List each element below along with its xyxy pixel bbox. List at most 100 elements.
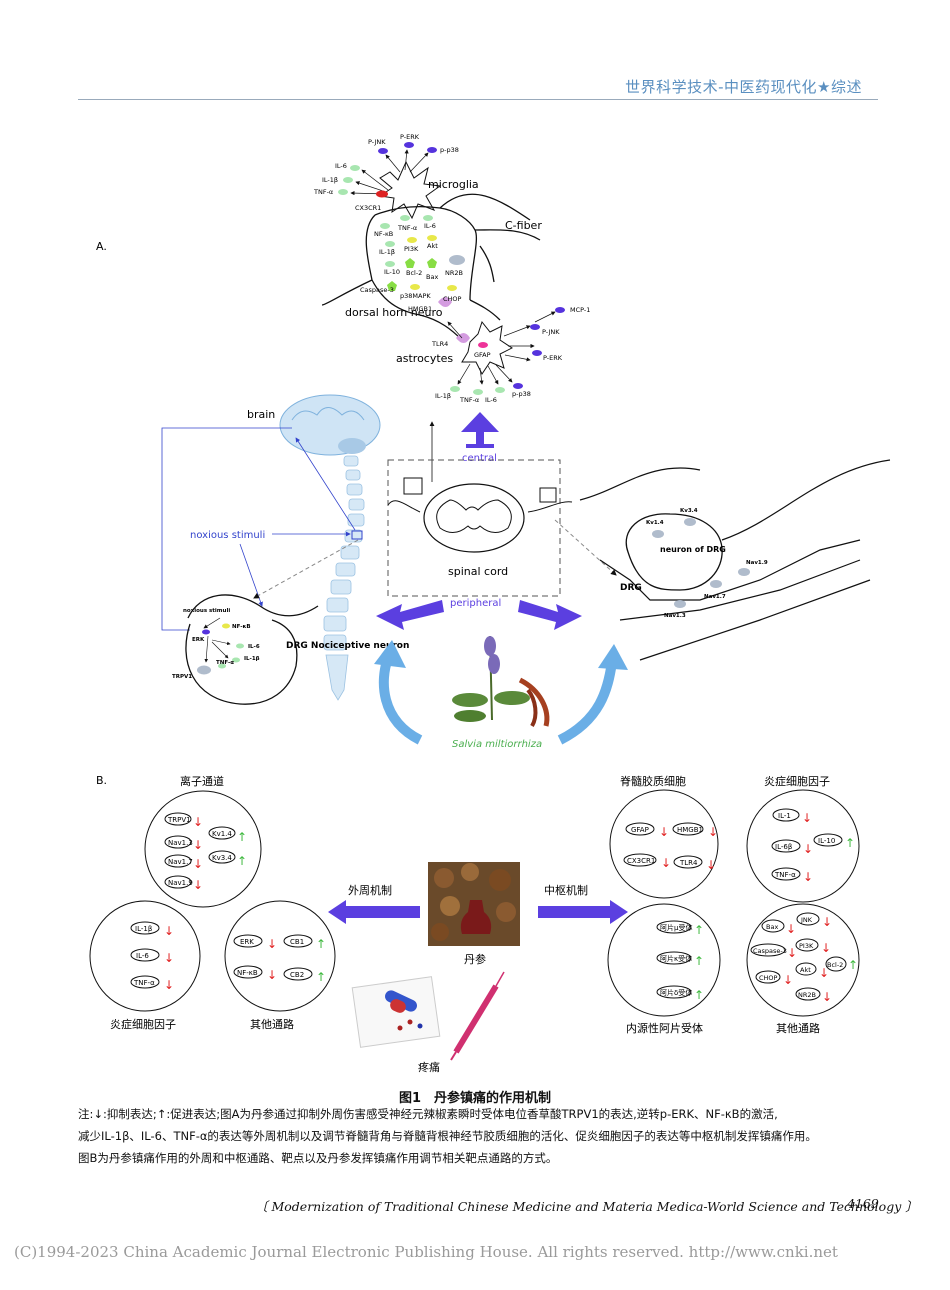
micro-il1b: IL-1β [322, 176, 338, 184]
svg-text:↓: ↓ [822, 990, 832, 1004]
svg-text:Nav1.3: Nav1.3 [168, 839, 193, 847]
spinal-cord-box [387, 459, 561, 597]
peripheral-arrow-left [376, 600, 444, 630]
pain-label: 疼痛 [418, 1060, 440, 1074]
svg-text:↓: ↓ [193, 838, 203, 852]
ion-right-items: Kv1.4↑ Kv3.4↑ [208, 826, 247, 868]
svg-text:↓: ↓ [267, 937, 277, 951]
svg-text:阿片κ受体: 阿片κ受体 [660, 954, 692, 963]
glia-items: GFAP↓ HMGB1↓ CX3CR1↓ TLR4↓ [623, 822, 718, 872]
astro-pp38: p-p38 [512, 390, 531, 398]
svg-text:IL-1: IL-1 [778, 812, 791, 820]
drg-left-neuron [185, 594, 319, 705]
spinal-cord-label: spinal cord [448, 565, 508, 578]
danshen-image [428, 862, 520, 946]
svg-text:Nav1.9: Nav1.9 [746, 560, 768, 566]
micro-il6: IL-6 [335, 162, 347, 170]
svg-text:CHOP: CHOP [759, 974, 778, 982]
drg-right-labels: Kv1.4 Kv3.4 Nav1.9 Nav1.7 Nav1.3 [646, 508, 768, 619]
svg-text:Caspase-3: Caspase-3 [753, 947, 787, 955]
astro-tnfa: TNF-α [459, 396, 479, 404]
microglia-perk: P-ERK [400, 133, 420, 141]
svg-text:CB2: CB2 [290, 971, 304, 979]
marker-hmgb1: HMGB1 [408, 305, 432, 313]
svg-text:↓: ↓ [267, 968, 277, 982]
central-other-title: 其他通路 [776, 1022, 820, 1035]
svg-text:Kv1.4: Kv1.4 [212, 830, 232, 838]
svg-text:TNF-α: TNF-α [216, 660, 234, 666]
neuron-markers: NF-κB TNF-α IL-6 IL-1β PI3K Akt NR2B IL-… [360, 215, 465, 313]
svg-text:Kv1.4: Kv1.4 [646, 520, 664, 526]
astrocytes-label: astrocytes [396, 352, 453, 365]
ion-left-items: TRPV1↓ Nav1.3↓ Nav1.7↓ Nav1.9↓ [164, 812, 203, 892]
svg-text:NF-κB: NF-κB [232, 624, 251, 630]
svg-text:↑: ↑ [848, 958, 858, 972]
svg-text:noxious stimuli: noxious stimuli [183, 608, 230, 614]
marker-tnfa: TNF-α [397, 224, 417, 232]
svg-text:JNK: JNK [800, 916, 813, 924]
note-line-2: 减少IL-1β、IL-6、TNF-α的表达等外周机制以及调节脊髓背角与脊髓背根神… [78, 1129, 817, 1143]
astro-il6: IL-6 [485, 396, 497, 404]
dorsal-horn-neuron [321, 206, 478, 341]
central-cytokine-items: IL-1↓ IL-6β↓ IL-10↑ TNF-α↓ [771, 808, 855, 884]
herb-arrow-right [557, 661, 617, 745]
svg-text:TNF-α: TNF-α [133, 979, 155, 987]
copyright-line: (C)1994-2023 China Academic Journal Elec… [14, 1243, 838, 1261]
svg-text:IL-6β: IL-6β [775, 843, 792, 851]
svg-text:↓: ↓ [164, 924, 174, 938]
svg-text:↑: ↑ [845, 836, 855, 850]
svg-text:↑: ↑ [694, 954, 704, 968]
svg-text:↑: ↑ [316, 937, 326, 951]
glia-title: 脊髓胶质细胞 [620, 774, 686, 788]
microglia-pp38: p-p38 [440, 146, 459, 154]
svg-text:ERK: ERK [192, 637, 205, 643]
svg-text:HMGB1: HMGB1 [677, 826, 703, 834]
marker-il1b: IL-1β [379, 248, 395, 256]
svg-text:NF-κB: NF-κB [237, 969, 258, 977]
note-line-3: 图B为丹参镇痛作用的外周和中枢通路、靶点以及丹参发挥镇痛作用调节相关靶点通路的方… [78, 1151, 558, 1165]
periph-other-title: 其他通路 [250, 1018, 294, 1031]
svg-text:IL-1β: IL-1β [244, 656, 260, 662]
svg-text:↓: ↓ [819, 966, 829, 980]
drg-right-neuron [579, 459, 891, 661]
periph-cytokine-circle [89, 900, 201, 1012]
central-cytokine-title: 炎症细胞因子 [764, 774, 830, 788]
svg-text:IL-6: IL-6 [248, 644, 260, 650]
svg-text:↑: ↑ [694, 923, 704, 937]
svg-text:TRPV1: TRPV1 [172, 674, 192, 680]
svg-text:↓: ↓ [706, 858, 716, 872]
marker-chop: CHOP [443, 295, 462, 303]
spinal-cord-section [387, 483, 573, 553]
brain-illustration [279, 394, 381, 456]
dissect-marker [351, 530, 363, 540]
spine-illustration [323, 455, 365, 701]
central-arrow [461, 412, 499, 448]
tlr4-label: TLR4 [431, 340, 448, 348]
svg-text:↓: ↓ [822, 915, 832, 929]
svg-text:Akt: Akt [800, 966, 811, 974]
svg-text:IL-6: IL-6 [136, 952, 149, 960]
periph-mech-label: 外周机制 [348, 883, 392, 897]
neuron-of-drg-label: neuron of DRG [660, 545, 726, 554]
micro-tnfa: TNF-α [313, 188, 333, 196]
svg-text:TRPV1: TRPV1 [167, 816, 191, 824]
periph-mech-arrow [328, 900, 420, 924]
marker-akt: Akt [427, 242, 438, 250]
svg-text:↓: ↓ [803, 870, 813, 884]
central-label: central [462, 453, 497, 464]
svg-text:↑: ↑ [237, 830, 247, 844]
svg-text:GFAP: GFAP [631, 826, 649, 834]
astro-cytokines: IL-1β TNF-α IL-6 [435, 363, 505, 404]
astro-pjnk: P-JNK [542, 328, 560, 336]
ion-channel-circle [144, 790, 262, 908]
svg-text:ERK: ERK [240, 938, 254, 946]
svg-text:↓: ↓ [821, 941, 831, 955]
central-mech-arrow [538, 900, 628, 924]
periph-other-items: ERK↓ NF-κB↓ CB1↑ CB2↑ [233, 934, 326, 984]
marker-nr2b: NR2B [445, 269, 463, 277]
svg-text:IL-1β: IL-1β [135, 925, 152, 933]
danshen-label: 丹参 [464, 952, 486, 966]
svg-text:Nav1.3: Nav1.3 [664, 613, 686, 619]
svg-text:↓: ↓ [786, 922, 796, 936]
central-cytokine-circle [746, 789, 860, 903]
